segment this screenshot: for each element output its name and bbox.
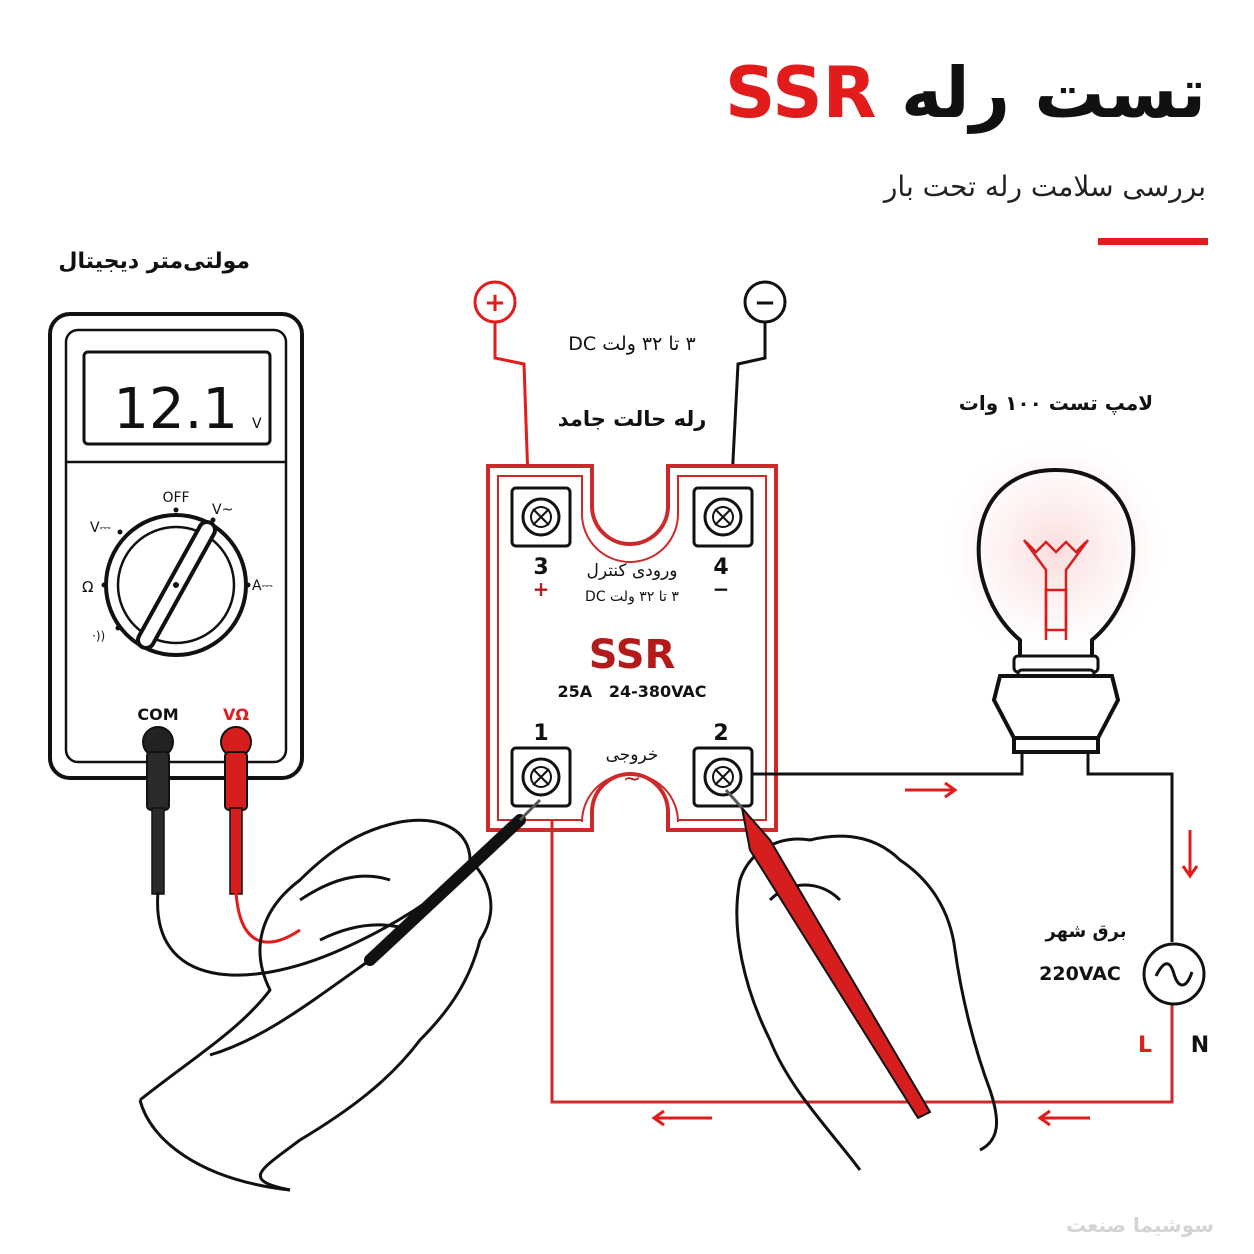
line-label: L [1138, 1033, 1152, 1058]
plus-label: + [484, 288, 506, 318]
output-symbol: ~ [623, 767, 641, 792]
red-probe[interactable] [724, 789, 932, 1120]
black-plug [146, 751, 170, 811]
red-plug [224, 751, 248, 811]
lcd-unit: V [252, 416, 262, 432]
left-hand [138, 818, 493, 1192]
current-flow-arrows [651, 781, 1199, 1127]
input-label: ورودی کنترل [587, 561, 678, 581]
lcd-display [82, 350, 272, 446]
page-title: تست رله SSR [725, 52, 1206, 134]
dial-buzzer-label: ·)) [92, 629, 105, 643]
output-label: خروجی [606, 745, 659, 765]
lamp-icon [944, 438, 1168, 754]
minus-label: − [754, 288, 776, 318]
input-range-label: ۳ تا ۳۲ ولت DC [585, 589, 679, 605]
black-probe[interactable] [364, 798, 542, 966]
multimeter [48, 312, 304, 895]
ssr-module [486, 464, 778, 832]
title-brand: SSR [725, 52, 877, 134]
control-voltage-label: ۳ تا ۳۲ ولت DC [568, 333, 695, 355]
watermark: سوشیما صنعت [1066, 1213, 1214, 1237]
ssr-name: SSR [589, 632, 676, 678]
accent-divider [1098, 238, 1208, 245]
terminal-4-sign: − [713, 577, 730, 601]
neutral-label: N [1191, 1033, 1209, 1058]
page-subtitle: بررسی سلامت رله تحت بار [883, 170, 1206, 203]
mains-label: برق شهر [1044, 921, 1126, 942]
right-hand [735, 834, 999, 1171]
terminal-2-label: 2 [713, 721, 728, 746]
terminal-4-label: 4 [713, 555, 728, 580]
multimeter-label: مولتی‌متر دیجیتال [58, 249, 250, 274]
dial-vdc-label: V⎓ [90, 520, 111, 536]
dial-adc-label: A⎓ [252, 578, 273, 594]
relay-label: رله حالت جامد [558, 407, 707, 431]
dial-off-label: OFF [162, 490, 189, 506]
lcd-reading: 12.1 [113, 377, 238, 442]
vohm-label: VΩ [223, 705, 249, 724]
terminal-3-label: 3 [533, 555, 548, 580]
dial-vac-label: V~ [212, 502, 233, 518]
mains-voltage: 220VAC [1039, 963, 1121, 985]
title-main: تست رله [900, 52, 1206, 134]
dial-ohm-label: Ω [82, 578, 93, 596]
terminal-1-label: 1 [533, 721, 548, 746]
terminal-3-sign: + [533, 577, 550, 601]
com-label: COM [137, 705, 178, 724]
ssr-rating: 25A 24-380VAC [557, 682, 706, 701]
lamp-label: لامپ تست ۱۰۰ وات [959, 391, 1153, 415]
